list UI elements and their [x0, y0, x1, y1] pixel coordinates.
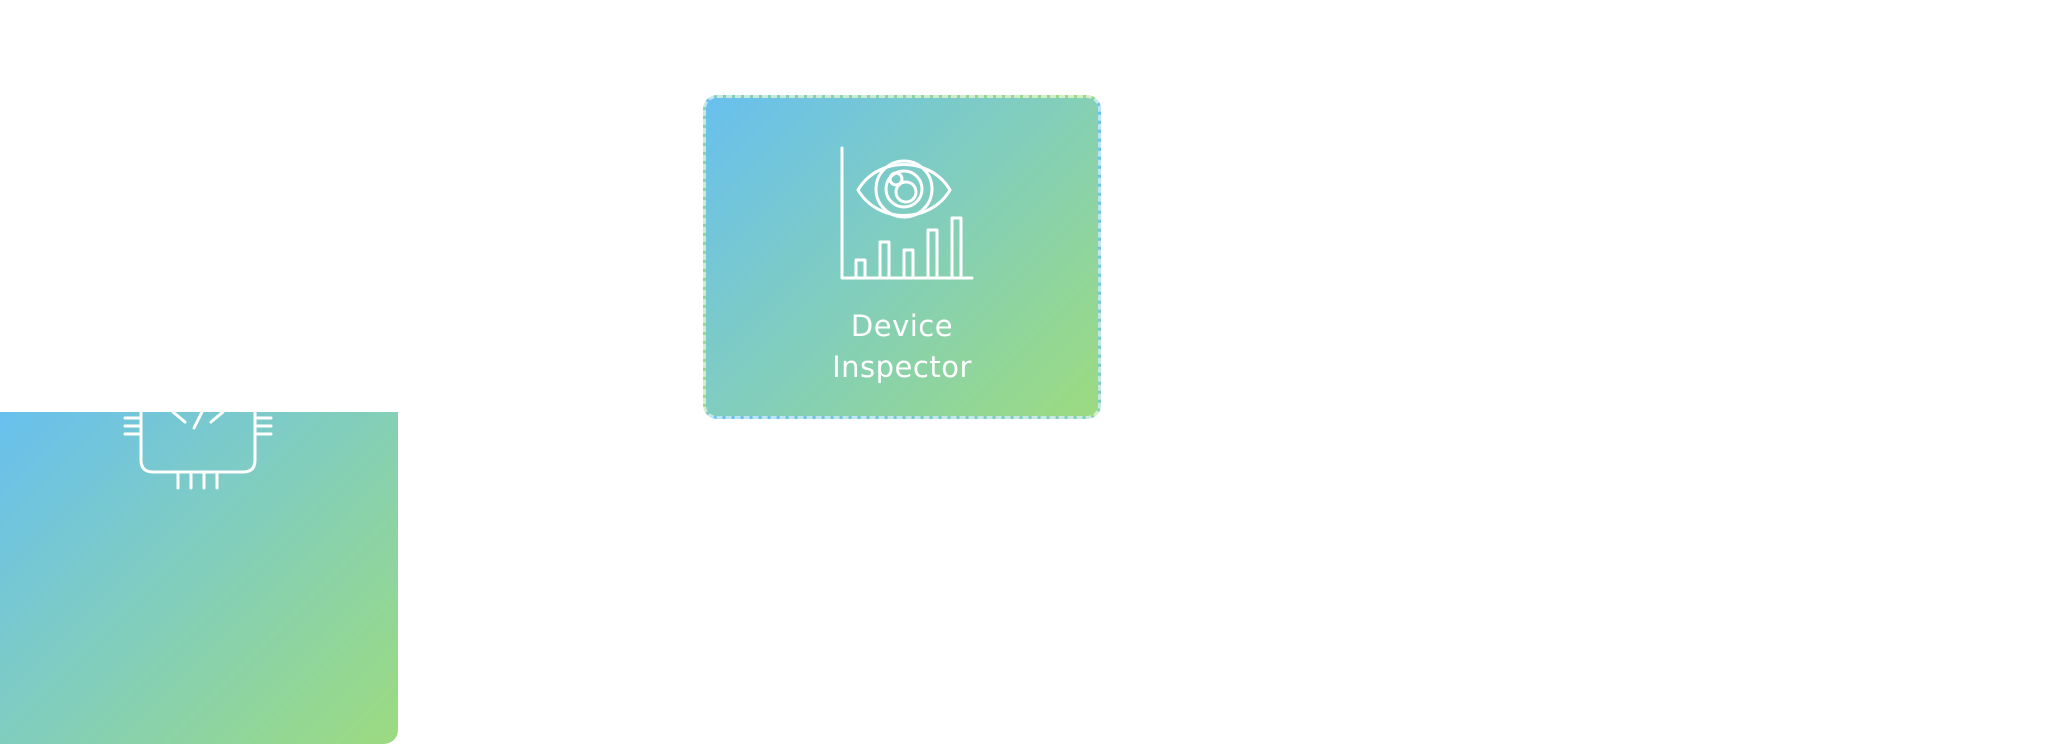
- eye-chart-icon: [840, 146, 974, 280]
- device-inspector-tile[interactable]: Device Inspector: [703, 95, 1101, 419]
- device-inspector-label: Device Inspector: [832, 309, 972, 384]
- code-chip-icon: [123, 412, 273, 490]
- code-chip-tile[interactable]: [0, 412, 398, 744]
